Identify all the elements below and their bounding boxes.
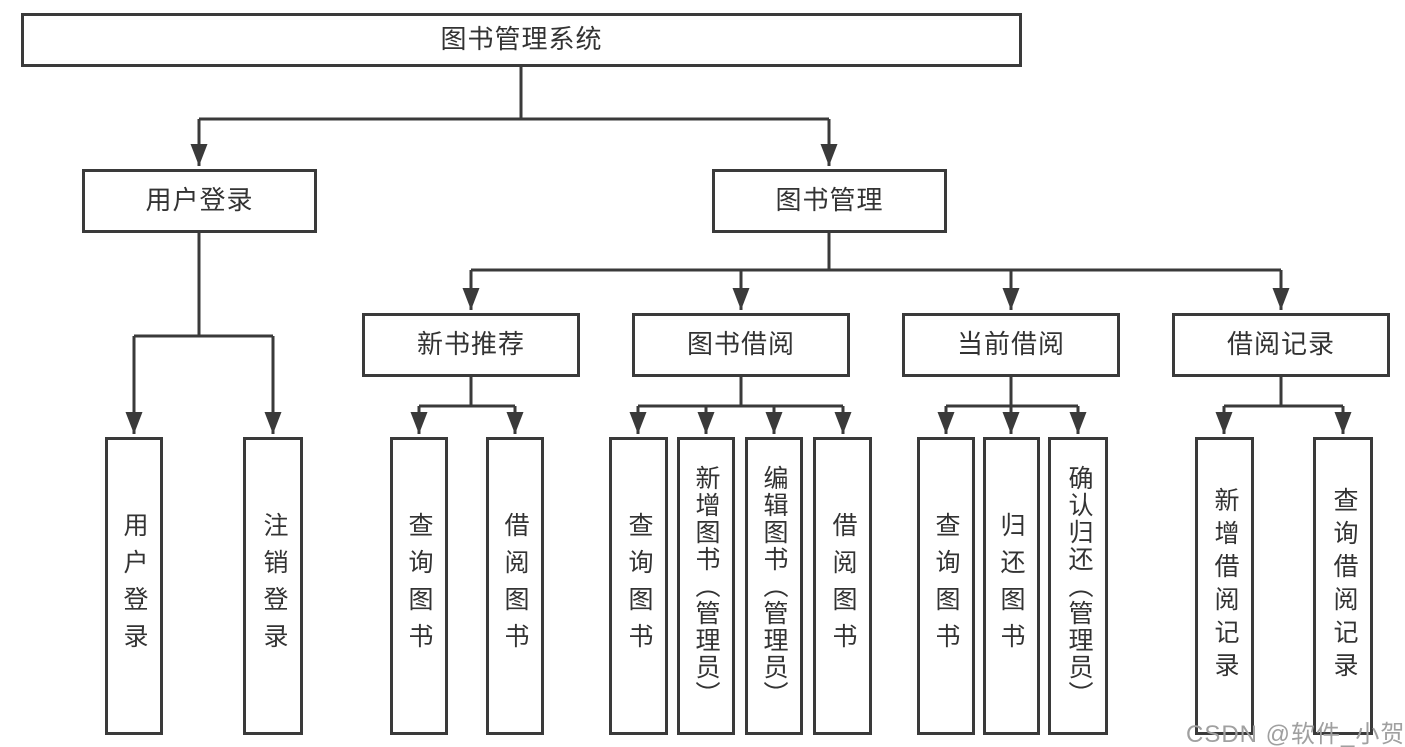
leaf-borrow-books-2: 借阅图书 <box>813 437 872 735</box>
leaf-confirm-return-admin: 确认归还（管理员） <box>1048 437 1108 735</box>
leaf-return-book: 归还图书 <box>983 437 1040 735</box>
node-book-borrow: 图书借阅 <box>632 313 850 377</box>
leaf-borrow-books-1: 借阅图书 <box>486 437 544 735</box>
leaf-query-books-2: 查询图书 <box>609 437 668 735</box>
node-user-login: 用户登录 <box>82 169 317 233</box>
leaf-edit-book-admin: 编辑图书（管理员） <box>745 437 803 735</box>
leaf-user-login: 用户登录 <box>105 437 163 735</box>
leaf-query-books-1: 查询图书 <box>390 437 448 735</box>
leaf-query-books-3: 查询图书 <box>917 437 975 735</box>
node-new-book-recommend: 新书推荐 <box>362 313 580 377</box>
node-root: 图书管理系统 <box>21 13 1022 67</box>
watermark: CSDN @软件_小贺同学 <box>1186 721 1405 747</box>
node-borrow-records: 借阅记录 <box>1172 313 1390 377</box>
leaf-add-borrow-record: 新增借阅记录 <box>1195 437 1254 735</box>
leaf-query-borrow-record: 查询借阅记录 <box>1313 437 1373 735</box>
leaf-add-book-admin: 新增图书（管理员） <box>677 437 735 735</box>
node-book-management: 图书管理 <box>712 169 947 233</box>
leaf-logout: 注销登录 <box>243 437 303 735</box>
node-current-borrow: 当前借阅 <box>902 313 1120 377</box>
